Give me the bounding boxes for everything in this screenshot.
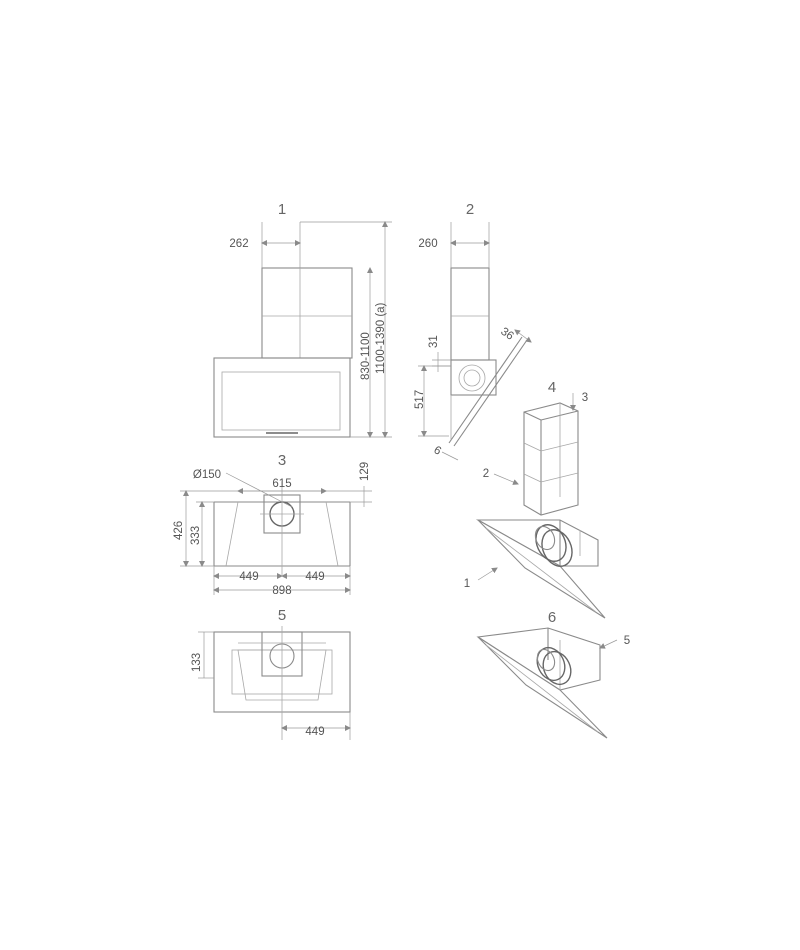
dim-v2-width: 260 bbox=[418, 238, 437, 250]
view-1-front: 1 262 830-1100 1100-1390 (a) bbox=[213, 201, 392, 438]
dim-v1-width: 262 bbox=[229, 238, 248, 250]
callout-1: 1 bbox=[464, 578, 470, 590]
dim-v3-total-width: 898 bbox=[272, 585, 291, 597]
dim-v3-top-width: 615 bbox=[272, 478, 291, 490]
dim-v5-height: 133 bbox=[191, 653, 203, 672]
view-2-label: 2 bbox=[466, 201, 474, 218]
dim-v3-height-body: 333 bbox=[190, 526, 202, 545]
view-4-label: 4 bbox=[548, 379, 556, 396]
view-2-side: 2 260 36 31 517 6 bbox=[414, 201, 532, 461]
view-3-label: 3 bbox=[278, 452, 286, 469]
view-4-isometric: 4 2 3 1 bbox=[464, 379, 606, 619]
view-5-label: 5 bbox=[278, 607, 286, 624]
view-3-plan: 3 Ø150 615 129 426 333 bbox=[173, 452, 372, 597]
dim-v2-depth-top: 36 bbox=[498, 326, 515, 343]
dim-v5-half: 449 bbox=[305, 726, 324, 738]
view-1-label: 1 bbox=[278, 201, 286, 218]
view-6-label: 6 bbox=[548, 609, 556, 626]
callout-3: 3 bbox=[582, 392, 588, 404]
dim-v3-height-total: 426 bbox=[173, 521, 185, 540]
dim-v3-half-left: 449 bbox=[239, 571, 258, 583]
dim-v3-half-right: 449 bbox=[305, 571, 324, 583]
dim-v2-gap: 31 bbox=[428, 335, 440, 348]
dim-v1-height: 830-1100 bbox=[360, 332, 372, 380]
dim-v3-offset: 129 bbox=[359, 462, 371, 481]
callout-2: 2 bbox=[483, 468, 489, 480]
view-6-isometric: 6 5 bbox=[476, 609, 630, 739]
dim-v1-height-alt: 1100-1390 (a) bbox=[375, 302, 387, 374]
dim-v2-depth-bottom: 6 bbox=[432, 444, 444, 458]
callout-5: 5 bbox=[624, 635, 630, 647]
dim-v2-height: 517 bbox=[414, 390, 426, 409]
view-5-plan: 5 133 449 bbox=[191, 607, 351, 740]
dim-v3-outlet: Ø150 bbox=[193, 469, 221, 481]
